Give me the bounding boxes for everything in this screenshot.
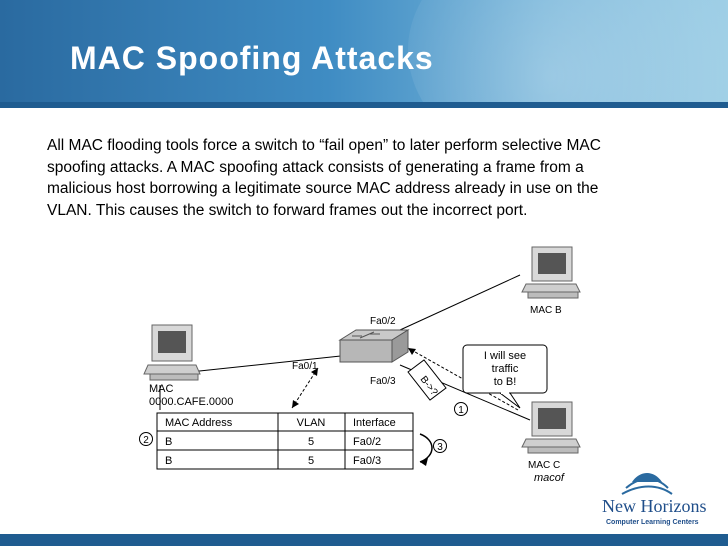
table-header-interface: Interface [353, 417, 396, 429]
new-horizons-logo-icon [621, 473, 673, 495]
footer-bar [0, 534, 728, 546]
port-fa02: Fa0/2 [370, 316, 396, 327]
svg-text:3: 3 [437, 442, 443, 453]
table-cell: B [165, 455, 172, 467]
table-cell: 5 [308, 436, 314, 448]
callout-line-1: I will see [484, 350, 526, 362]
svg-text:2: 2 [143, 435, 149, 446]
callout-line-3: to B! [494, 376, 517, 388]
table-update-arrowhead [420, 458, 428, 466]
svg-text:1: 1 [458, 405, 464, 416]
table-header-vlan: VLAN [297, 417, 326, 429]
table-header-mac: MAC Address [165, 417, 233, 429]
host-c-label: MAC C [528, 460, 560, 471]
frame-icon: B->? [407, 359, 447, 401]
slide-title: MAC Spoofing Attacks [70, 40, 434, 76]
table-cell: Fa0/2 [353, 436, 381, 448]
table-cell: B [165, 436, 172, 448]
step-1-marker: 1 [454, 402, 468, 416]
host-a-computer-icon [143, 324, 201, 381]
table-cell: 5 [308, 455, 314, 467]
callout-bubble [462, 344, 548, 409]
globe-decoration [408, 0, 728, 108]
host-a-address: 0000.CAFE.0000 [149, 396, 233, 408]
fa01-arrowhead-up [311, 368, 318, 376]
logo-tagline: Computer Learning Centers [606, 519, 699, 526]
step-3-marker: 3 [433, 439, 447, 453]
host-a-label: MAC [149, 383, 174, 395]
spoof-path-arrow [407, 347, 519, 411]
cam-table [156, 412, 414, 470]
table-update-arrow [419, 433, 433, 463]
host-b-computer-icon [521, 246, 581, 299]
header-bar [0, 102, 728, 108]
step-2-marker: 2 [139, 432, 153, 446]
slide-body-text: All MAC flooding tools force a switch to… [47, 137, 601, 219]
link-switch-b [399, 274, 521, 331]
port-fa01: Fa0/1 [292, 361, 318, 372]
link-a-switch [189, 354, 351, 373]
host-b-label: MAC B [530, 305, 562, 316]
switch-icon [338, 329, 410, 363]
slide-header [0, 0, 728, 108]
spoof-arrowhead [408, 348, 416, 355]
callout-line-2: traffic [492, 363, 519, 375]
table-cell: Fa0/3 [353, 455, 381, 467]
fa01-dashed-arrow [291, 367, 319, 409]
host-c-computer-icon [521, 401, 581, 454]
host-c-tool: macof [534, 472, 565, 484]
fa01-arrowhead-down [292, 400, 299, 408]
logo-name: New Horizons [602, 496, 706, 516]
port-fa03: Fa0/3 [370, 376, 396, 387]
